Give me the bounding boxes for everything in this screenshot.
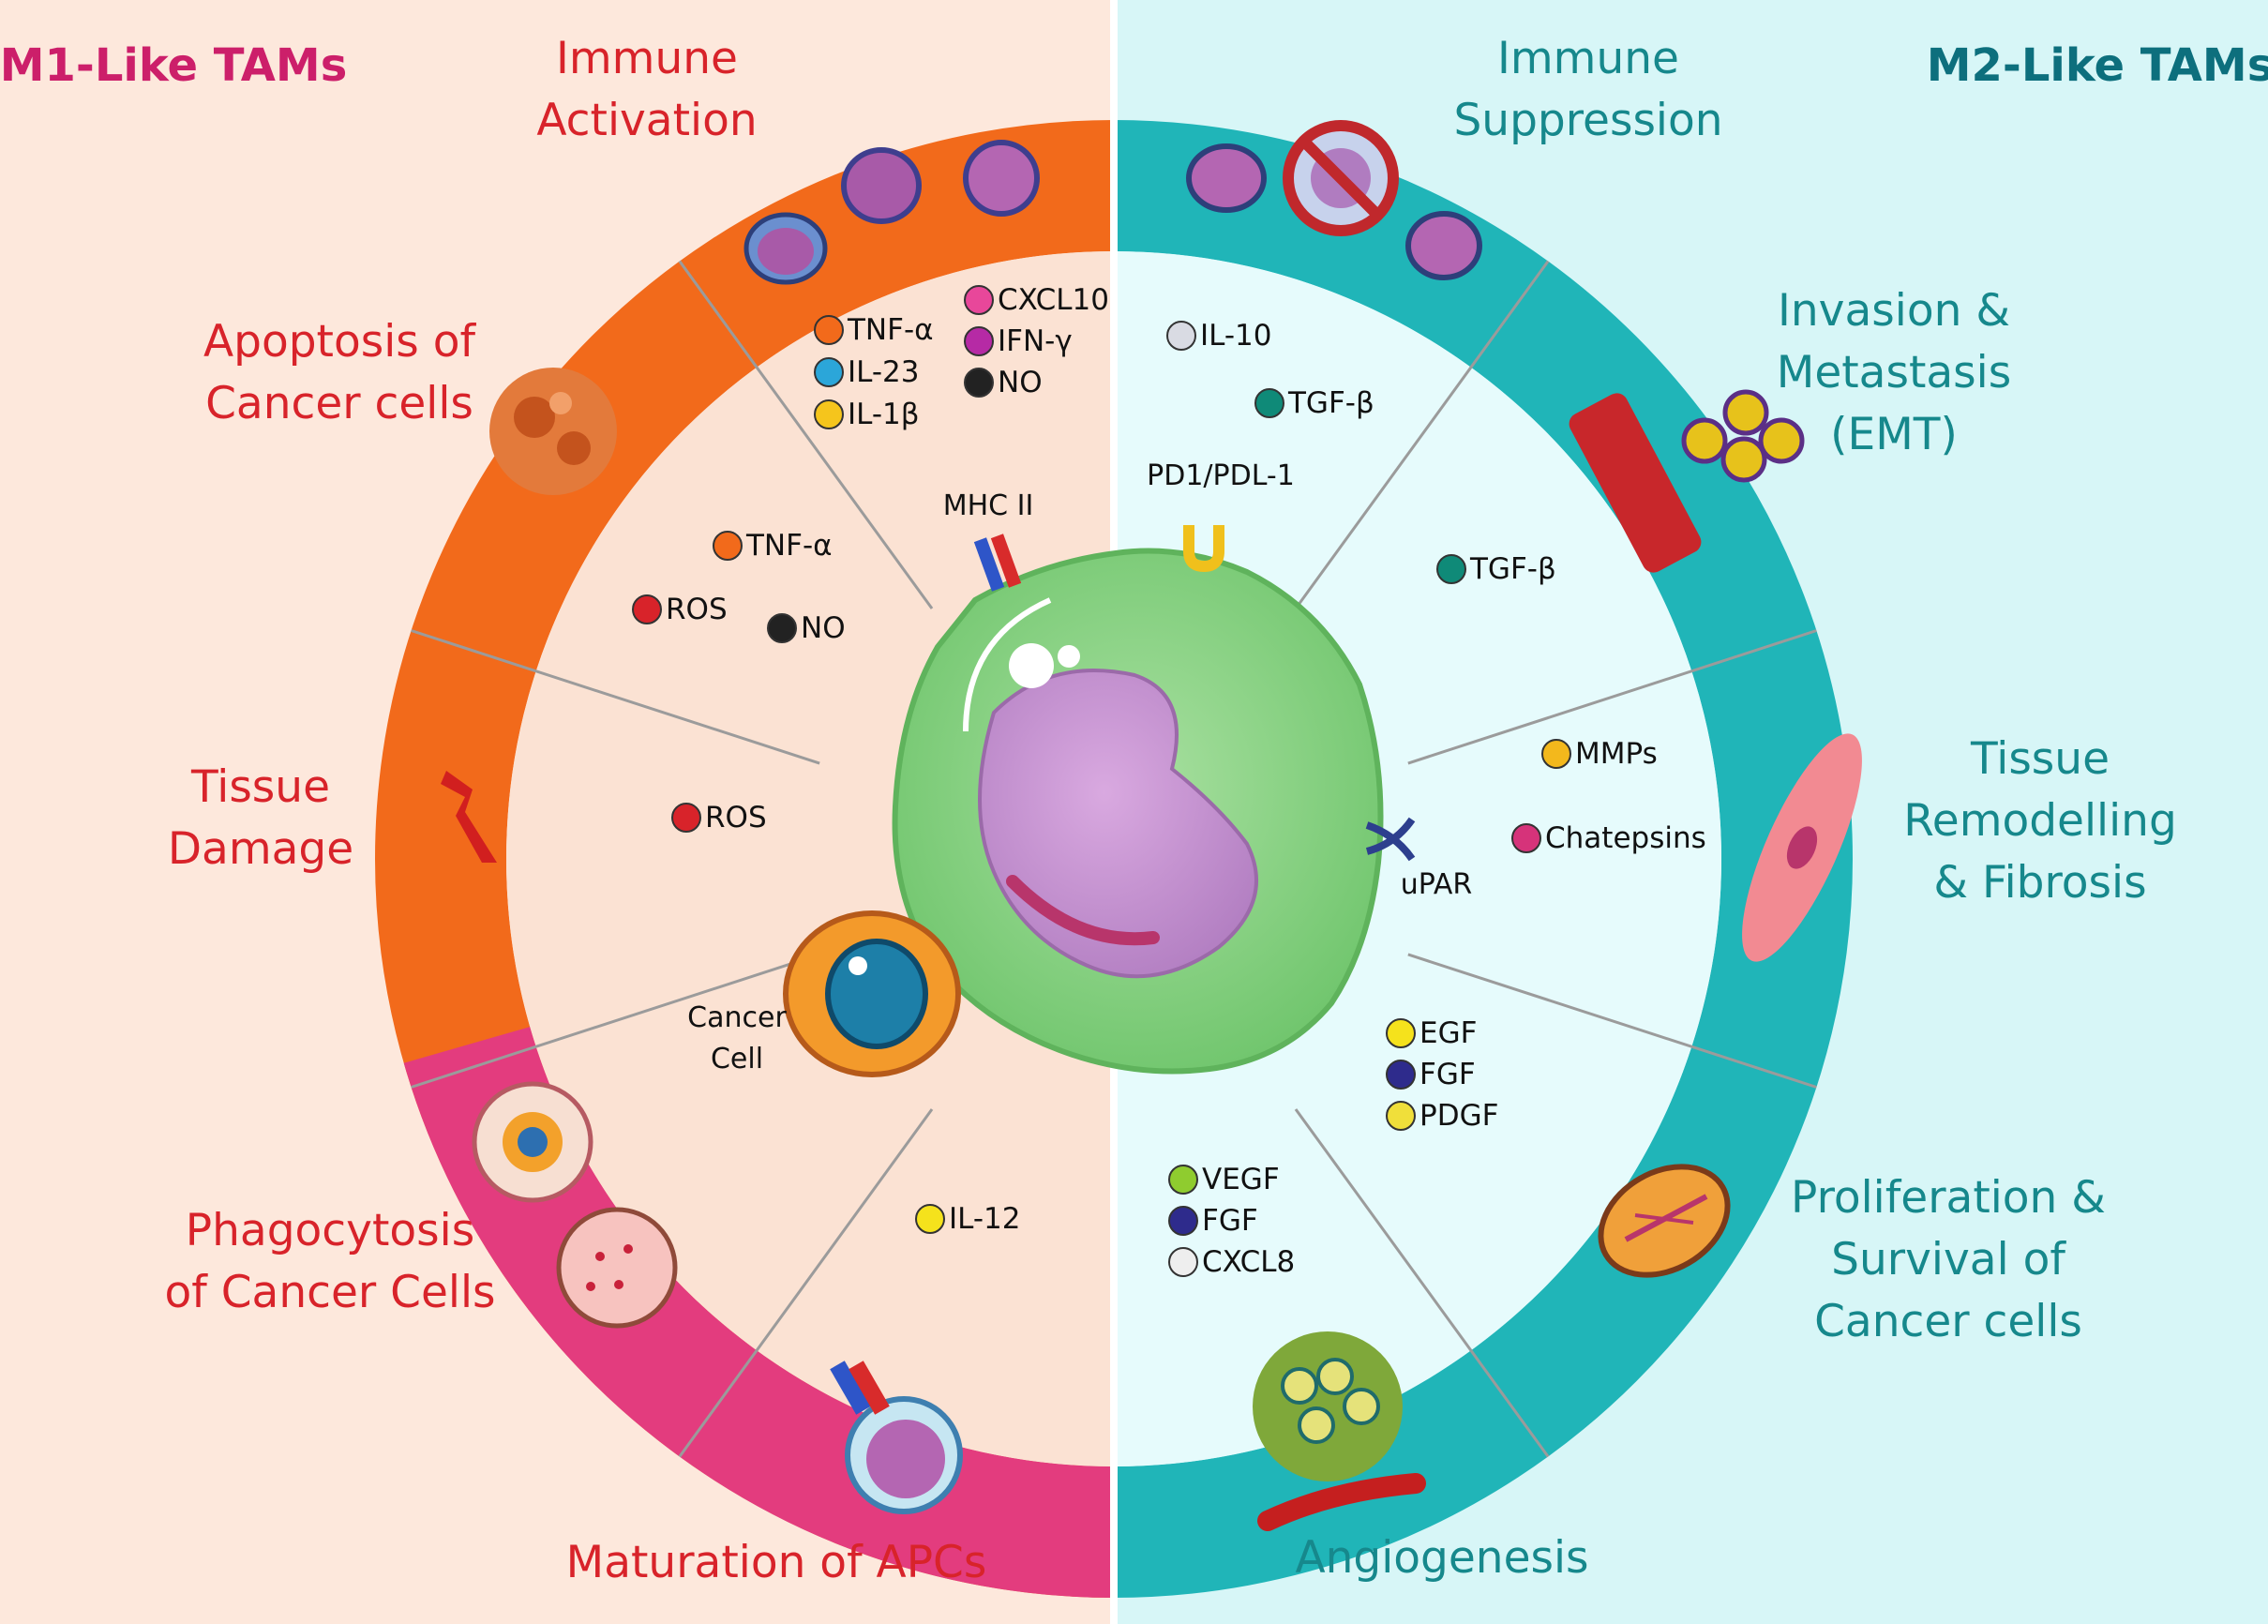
molecule-label: FGF (1202, 1204, 1258, 1238)
molecule-label: PDGF (1419, 1099, 1499, 1133)
molecule-dot (1386, 1101, 1416, 1131)
cancer-cell (783, 910, 961, 1077)
molecule-dot (1166, 321, 1196, 351)
molecule-label: IL-10 (1200, 319, 1272, 353)
macrophage-cell (892, 525, 1416, 1075)
apoptotic-cell-icon (489, 368, 617, 495)
molecule-dot (1168, 1247, 1198, 1277)
sector-divider-line (678, 260, 934, 609)
sector-divider-line (1294, 1108, 1550, 1458)
molecule-dot (814, 399, 844, 429)
sector-divider-line (1407, 953, 1817, 1089)
molecule-label: FGF (1419, 1058, 1476, 1091)
angiogenesis-icon (1253, 1331, 1426, 1531)
molecule-dot (1511, 823, 1541, 853)
molecule-label: NO (801, 611, 846, 645)
sector-dividers (411, 260, 1817, 1458)
molecule-label: IL-1β (848, 398, 920, 431)
label-angiogenesis: Angiogenesis (1295, 1532, 1589, 1584)
phagocytosis-icons (472, 1081, 678, 1329)
molecule-dot (1386, 1060, 1416, 1090)
label-maturation-apcs: Maturation of APCs (565, 1537, 987, 1588)
m1-inner-disc (506, 251, 1114, 1466)
label-immune-activation: Immune Activation (536, 33, 758, 146)
molecule-dot (767, 613, 797, 643)
sector-divider-line (411, 629, 820, 765)
molecule-dot (964, 326, 994, 356)
m2-inner-disc (1114, 251, 1721, 1466)
sector-divider-line (1294, 260, 1550, 609)
label-tissue-damage: Tissue Damage (167, 761, 354, 875)
sector-divider-line (1407, 629, 1817, 765)
sector-divider-line (411, 953, 820, 1089)
emt-icon (1569, 389, 1805, 573)
molecule-label: ROS (666, 593, 728, 626)
molecule-dot (1386, 1018, 1416, 1048)
label-tissue-remodelling: Tissue Remodelling & Fibrosis (1903, 733, 2177, 909)
m1-title: M1-Like TAMs (0, 39, 348, 92)
molecule-label: VEGF (1202, 1163, 1280, 1196)
molecule-dot (1168, 1206, 1198, 1236)
molecule-label: MMPs (1575, 737, 1658, 771)
molecule-dot (814, 357, 844, 387)
label-apoptosis: Apoptosis of Cancer cells (203, 316, 476, 429)
label-immune-suppression: Immune Suppression (1453, 33, 1723, 146)
molecule-dot (964, 285, 994, 315)
molecule-dot (814, 315, 844, 345)
m2-title: M2-Like TAMs (1926, 39, 2268, 92)
molecule-dot (1254, 388, 1284, 418)
molecule-label: NO (998, 366, 1043, 399)
lymphocyte-icons-m1 (743, 140, 1040, 285)
molecule-dot (1436, 554, 1466, 584)
molecule-label: CXCL8 (1202, 1245, 1296, 1279)
molecule-dot (671, 803, 701, 833)
molecule-label: IL-12 (949, 1202, 1021, 1236)
molecule-label: ROS (705, 801, 767, 835)
molecule-dot (713, 531, 743, 561)
molecule-label: IFN-γ (998, 324, 1073, 358)
molecule-dot (964, 368, 994, 398)
molecule-label: TGF-β (1288, 386, 1374, 420)
upar-label: uPAR (1400, 868, 1473, 901)
label-invasion-metastasis: Invasion & Metastasis (EMT) (1776, 285, 2012, 460)
sector-divider-line (678, 1108, 934, 1458)
cancer-cell-label: Cancer Cell (687, 1001, 787, 1075)
molecule-label: EGF (1419, 1016, 1478, 1050)
molecule-label: Chatepsins (1545, 821, 1706, 855)
lymphocyte-icons-m2 (1186, 120, 1482, 280)
molecule-label: TNF-α (746, 529, 833, 563)
apc-icon (830, 1361, 963, 1514)
label-proliferation-survival: Proliferation & Survival of Cancer cells (1791, 1172, 2106, 1347)
fibroblast-icon (1742, 733, 1862, 962)
molecule-label: CXCL10 (998, 283, 1109, 317)
lightning-icon (441, 771, 497, 863)
molecule-label: IL-23 (848, 355, 920, 389)
dividing-cell-icon (1598, 1164, 1731, 1278)
pd1-pdl1-label: PD1/PDL-1 (1147, 459, 1295, 492)
molecule-dot (1541, 739, 1571, 769)
label-phagocytosis: Phagocytosis of Cancer Cells (164, 1205, 496, 1318)
molecule-dots (632, 285, 1571, 1277)
molecule-dot (632, 594, 662, 624)
molecule-dot (915, 1204, 945, 1234)
molecule-label: TNF-α (848, 313, 934, 347)
molecule-label: TGF-β (1470, 552, 1556, 586)
mhc-ii-label: MHC II (942, 489, 1034, 522)
molecule-dot (1168, 1165, 1198, 1195)
